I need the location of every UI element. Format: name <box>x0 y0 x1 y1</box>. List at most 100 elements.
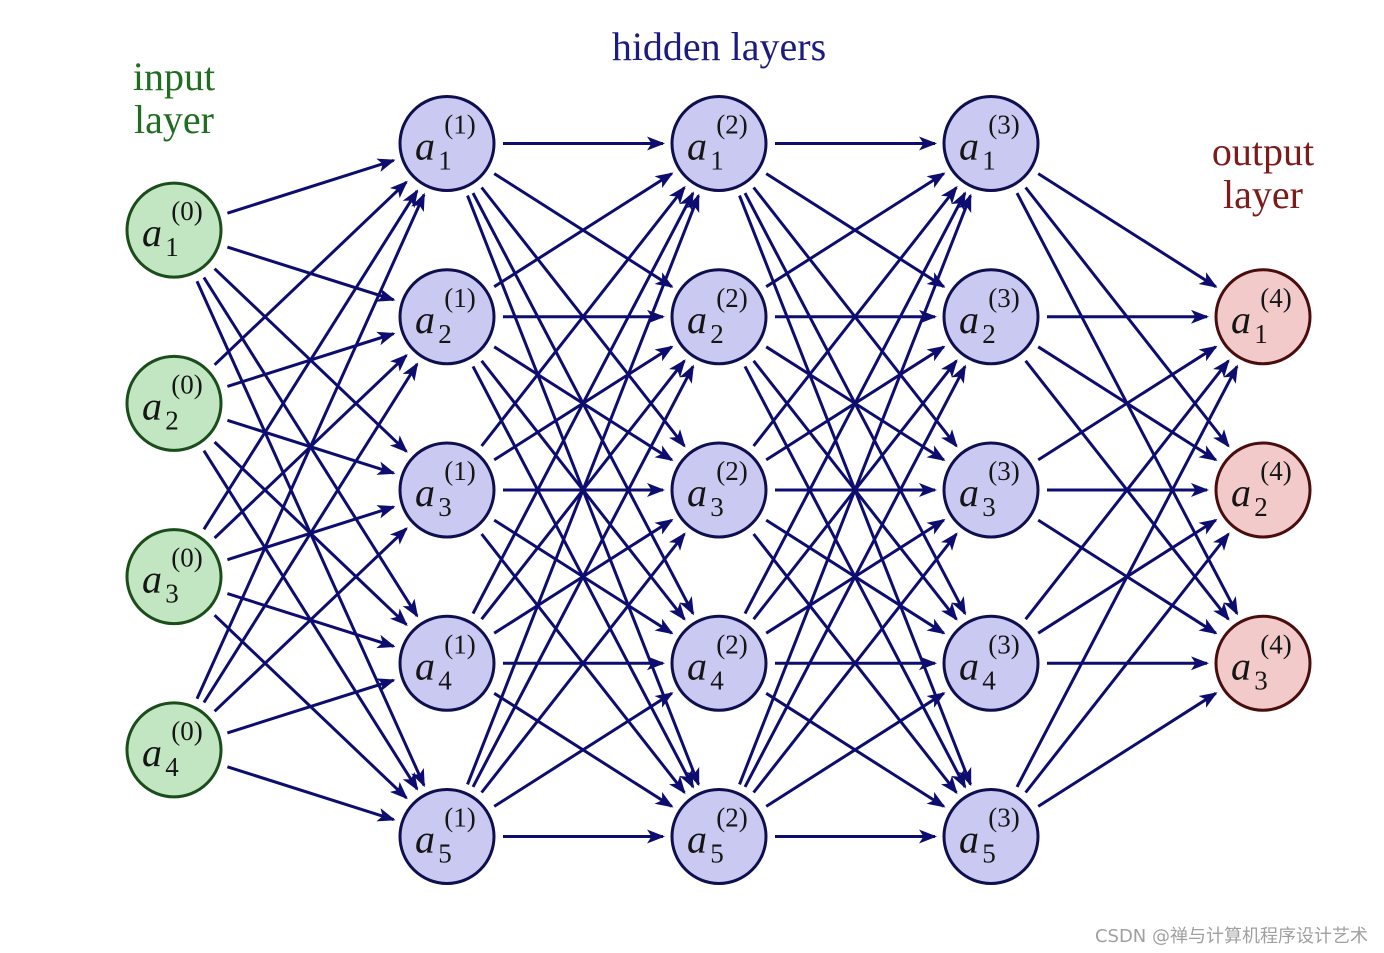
edge-l0-n4-to-l1-n4 <box>226 678 396 735</box>
node-symbol: a <box>959 643 979 688</box>
node-circle <box>398 268 496 366</box>
node-superscript: (1) <box>444 283 475 313</box>
node-circle <box>1214 441 1312 539</box>
node-subscript: 3 <box>165 579 179 609</box>
node-superscript: (4) <box>1260 283 1291 313</box>
node-superscript: (2) <box>716 283 747 313</box>
edge-l1-n4-to-l2-n1 <box>471 191 695 615</box>
node-symbol: a <box>142 730 162 775</box>
edge-l1-n5-to-l2-n2 <box>471 364 695 788</box>
node-circle <box>1214 614 1312 712</box>
edge-l0-n1-to-l1-n1 <box>226 158 396 215</box>
node-superscript: (1) <box>444 803 475 833</box>
node-superscript: (2) <box>716 456 747 486</box>
edge-l1-n2-to-l2-n1 <box>493 172 674 288</box>
node-circle <box>398 614 496 712</box>
node-symbol: a <box>142 383 162 428</box>
node-circle <box>942 614 1040 712</box>
edge-l1-n5-to-l2-n1 <box>466 193 700 785</box>
node-superscript: (3) <box>988 110 1019 140</box>
node-subscript: 5 <box>438 839 452 869</box>
edge-l2-n3-to-l3-n1 <box>752 185 958 447</box>
node-symbol: a <box>687 297 707 342</box>
node-symbol: a <box>1231 470 1251 515</box>
edge-l3-n1-to-l4-n1 <box>1037 172 1218 288</box>
node-subscript: 1 <box>710 146 724 176</box>
node-subscript: 4 <box>710 665 724 695</box>
edge-l0-n3-to-l1-n1 <box>202 189 419 531</box>
node-subscript: 5 <box>710 839 724 869</box>
node-superscript: (4) <box>1260 456 1291 486</box>
output-layer-title-line-2: layer <box>1223 172 1303 217</box>
edges-group <box>195 136 1239 844</box>
node-circle <box>398 788 496 885</box>
edge-l1-n3-to-l2-n1 <box>480 185 686 447</box>
node-subscript: 2 <box>982 319 996 349</box>
node-circle <box>398 441 496 539</box>
node-symbol: a <box>415 643 435 688</box>
node-circle <box>125 528 223 626</box>
watermark: CSDN @禅与计算机程序设计艺术 <box>1095 926 1368 947</box>
edge-l3-n4-to-l4-n1 <box>1024 359 1230 621</box>
node-superscript: (0) <box>171 196 202 226</box>
node-symbol: a <box>1231 643 1251 688</box>
node-symbol: a <box>1231 297 1251 342</box>
node-superscript: (0) <box>171 716 202 746</box>
node-subscript: 1 <box>1254 319 1268 349</box>
node-subscript: 1 <box>982 146 996 176</box>
edge-l0-n2-to-l1-n1 <box>213 180 408 366</box>
edge-l3-n5-to-l4-n1 <box>1015 364 1239 788</box>
node-circle <box>670 614 768 712</box>
node-subscript: 4 <box>165 752 179 782</box>
node-symbol: a <box>142 557 162 602</box>
node-circle <box>125 354 223 452</box>
edge-l2-n5-to-l3-n3 <box>752 532 958 794</box>
node-circle <box>125 701 223 799</box>
node-circle <box>1214 268 1312 366</box>
node-symbol: a <box>687 643 707 688</box>
node-superscript: (3) <box>988 283 1019 313</box>
edge-l2-n5-to-l3-n1 <box>738 193 972 785</box>
node-circle <box>942 95 1040 192</box>
node-circle <box>670 95 768 192</box>
node-symbol: a <box>959 817 979 862</box>
node-circle <box>670 441 768 539</box>
node-superscript: (3) <box>988 629 1019 659</box>
hidden-layers-title: hidden layers <box>612 24 826 69</box>
node-superscript: (1) <box>444 110 475 140</box>
node-circle <box>398 95 496 192</box>
node-subscript: 3 <box>982 492 996 522</box>
node-superscript: (0) <box>171 369 202 399</box>
node-symbol: a <box>687 817 707 862</box>
node-superscript: (3) <box>988 803 1019 833</box>
node-symbol: a <box>415 817 435 862</box>
node-subscript: 4 <box>982 665 996 695</box>
node-superscript: (4) <box>1260 629 1291 659</box>
node-superscript: (1) <box>444 456 475 486</box>
node-symbol: a <box>959 470 979 515</box>
node-subscript: 2 <box>1254 492 1268 522</box>
node-superscript: (2) <box>716 803 747 833</box>
edge-l2-n4-to-l3-n1 <box>743 191 967 615</box>
node-subscript: 1 <box>438 146 452 176</box>
edge-l3-n5-to-l4-n2 <box>1024 532 1230 794</box>
node-circle <box>670 268 768 366</box>
node-superscript: (2) <box>716 110 747 140</box>
